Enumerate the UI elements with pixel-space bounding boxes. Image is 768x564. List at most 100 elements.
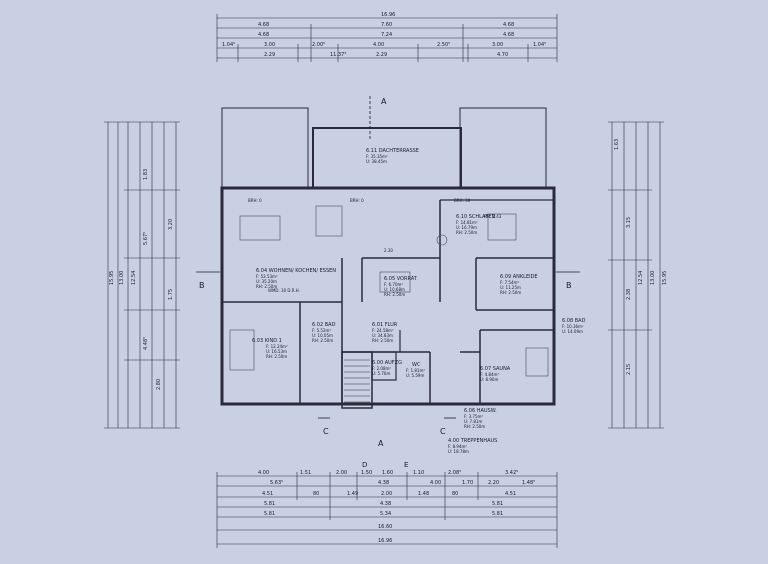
dim-left-3: 12.54 [131,271,137,285]
room-perimeter: U: 14.09m [562,329,583,334]
room-area: F: 1.81m² [406,368,425,373]
room-height: RH: 2.50m [500,290,521,295]
room-height: RH: 2.50m [312,338,333,343]
room-name: 6.05 VORRAT [384,276,418,282]
room-wc: WC F: 1.81m² U: 5.59m [406,362,425,378]
dim-left-6: 3.20 [168,219,174,230]
note-pv: 2.30 [384,248,393,253]
section-marker-c-right: C [440,427,446,436]
room-6-11: 6.11 DACHTERRASSE F: 35.35m² U: 38.45m [366,148,419,164]
dim-bot-r1-e: 1.60 [382,470,393,476]
room-area: F: 5.52m² [312,328,331,333]
dim-bot-r2-d: 1.70 [462,480,473,486]
room-height: RH: 2.50m [372,338,393,343]
dim-top-r5-a: 2.29 [264,52,275,58]
room-height: RH: 2.50m [464,424,485,429]
dim-top-r4-c: 2.00⁵ [312,42,325,48]
room-6-07: 6.07 SAUNA F: 4.84m² U: 8.90m [480,366,511,382]
dim-bot-r4-a: 5.81 [264,501,275,507]
section-marker-d: D [362,461,367,469]
dim-top-r4-g: 1.04⁵ [533,42,546,48]
room-height: RH: 2.50m [384,292,405,297]
dim-top-r4-d: 4.00 [373,42,384,48]
room-perimeter: U: 16.79m [456,225,477,230]
dim-top-total: 16.96 [381,12,395,18]
dim-bot-r2-c: 4.00 [430,480,441,486]
bottom-dimension-chains [216,472,558,548]
dim-bot-r3-d: 2.00 [381,491,392,497]
room-6-00: 6.00 AUFZG F: 2.08m² U: 5.76m [372,360,402,376]
note-brh-0: BRH: 0 [248,198,262,203]
room-area: F: 12.24m² [266,344,288,349]
dim-top-r5-d: 4.70 [497,52,508,58]
section-lines [196,96,580,419]
room-perimeter: U: 7.81m [464,419,482,424]
room-perimeter: U: 5.76m [372,371,390,376]
room-height: RH: 2.50m [256,284,277,289]
dim-right-4: 3.15 [626,217,632,228]
dim-bot-r1-a: 4.00 [258,470,269,476]
note-rh: RH: 2.43 [484,214,502,219]
dim-right-3: 12.54 [638,271,644,285]
room-6-10: 6.10 SCHLAFEN F: 14.81m² U: 16.79m RH: 2… [456,214,496,235]
room-name: WC [412,362,421,368]
dim-top-r4-f: 3.00 [492,42,503,48]
dim-bot-r2-a: 5.63⁵ [270,480,283,486]
room-perimeter: U: 10.68m [384,287,405,292]
room-name: 6.09 ANKLEIDE [500,274,538,280]
dim-left-2: 13.00 [119,271,125,285]
dim-top-r2-c: 4.68 [503,22,514,28]
room-name: 6.06 HAUSW. [464,408,497,414]
dim-bot-r2-b: 4.38 [378,480,389,486]
room-6-02: 6.02 BAD F: 5.52m² U: 10.05m RH: 2.50m [312,322,336,343]
dim-right-6: 2.15 [626,364,632,375]
dim-top-r3-b: 7.24 [381,32,392,38]
room-area: F: 35.35m² [366,154,388,159]
room-area: F: 53.53m² [256,274,278,279]
room-name: 6.02 BAD [312,322,336,328]
dim-bot-r5-c: 5.81 [492,511,503,517]
room-4-00: 4.00 TREPPENHAUS F: 8.94m² U: 18.78m [448,438,497,454]
dim-bot-r6: 16.60 [378,524,392,530]
dim-bot-r1-h: 3.42⁵ [505,470,518,476]
room-area: F: 14.81m² [456,220,478,225]
room-area: F: 4.84m² [480,372,499,377]
dim-left-1: 15.95 [109,271,115,285]
room-perimeter: U: 18.78m [448,449,469,454]
dim-bot-r3-c: 1.49 [347,491,358,497]
room-area: F: 6.70m² [384,282,403,287]
room-perimeter: U: 10.05m [312,333,333,338]
room-name: 6.04 WOHNEN/ KOCHEN/ ESSEN [256,268,336,274]
room-name: 6.01 FLUR [372,322,398,328]
furniture [229,205,549,377]
room-name: 6.10 SCHLAFEN [456,214,496,220]
dim-top-r2-b: 7.60 [381,22,392,28]
room-name: 6.08 BAD [562,318,586,324]
dim-top-r4-b: 3.00 [264,42,275,48]
dim-top-r5-b: 11.37⁵ [330,52,346,58]
section-marker-e: E [404,461,408,469]
dim-bot-r1-f: 1.10 [413,470,424,476]
room-6-01: 6.01 FLUR F: 24.58m² U: 34.83m RH: 2.50m [372,322,398,343]
room-6-06: 6.06 HAUSW. F: 3.75m² U: 7.81m RH: 2.50m [464,408,497,429]
dim-left-7: 1.75 [168,289,174,300]
dim-bot-r5-a: 5.81 [264,511,275,517]
room-6-03: 6.03 KIND 1 F: 12.24m² U: 16.53m RH: 2.5… [252,338,288,359]
room-6-08: 6.08 BAD F: 10.36m² U: 14.09m [562,318,586,334]
left-dimension-chains [104,121,180,429]
dim-left-4: 1.83 [143,169,149,180]
note-wasch: WMD. 30 D.R.H. [268,288,300,293]
dim-bot-r1-b: 1.51 [300,470,311,476]
room-name: 6.03 KIND 1 [252,338,282,344]
dim-top-r2-a: 4.68 [258,22,269,28]
room-name: 6.00 AUFZG [372,360,402,366]
dim-top-r3-c: 4.68 [503,32,514,38]
room-perimeter: U: 8.90m [480,377,498,382]
section-marker-c-left: C [323,427,329,436]
dim-right-5: 2.38 [626,289,632,300]
dim-bot-r3-a: 4.51 [262,491,273,497]
room-area: F: 8.94m² [448,444,467,449]
right-dimension-chains [608,121,664,429]
